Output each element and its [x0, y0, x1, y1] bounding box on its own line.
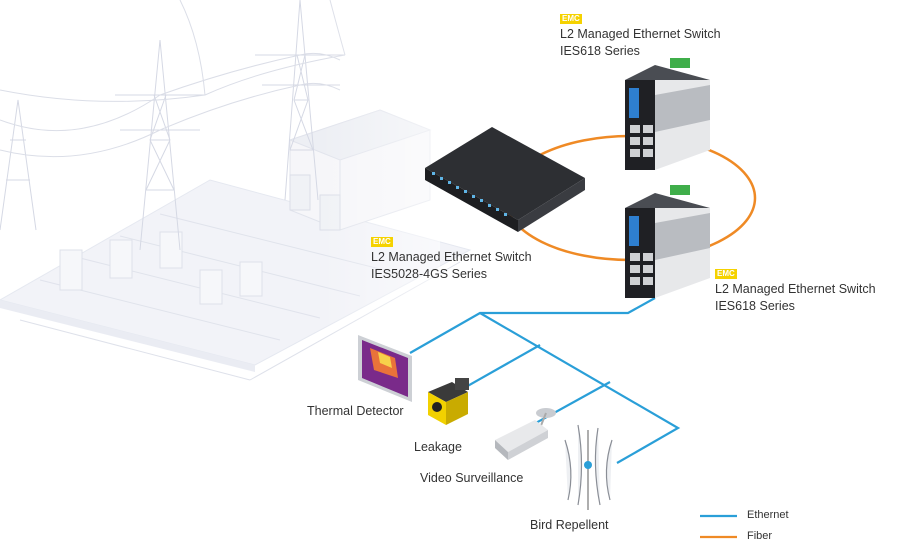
emc-badge: EMC: [560, 14, 582, 24]
thermal-detector-icon: [358, 335, 412, 402]
switch-name: L2 Managed Ethernet Switch: [371, 250, 532, 264]
emc-badge: EMC: [371, 237, 393, 247]
switch-name: L2 Managed Ethernet Switch: [715, 282, 876, 296]
switch-series: IES618 Series: [715, 299, 795, 313]
bird-repeller-icon: [564, 424, 613, 510]
leakage-label: Leakage: [414, 440, 462, 454]
emc-badge: EMC: [715, 269, 737, 279]
leakage-sensor-icon: [428, 378, 469, 425]
switch-label-rack: EMC L2 Managed Ethernet Switch IES5028-4…: [371, 232, 532, 283]
switch-name: L2 Managed Ethernet Switch: [560, 27, 721, 41]
switch-label-bottom: EMC L2 Managed Ethernet Switch IES618 Se…: [715, 264, 876, 315]
switch-series: IES618 Series: [560, 44, 640, 58]
switch-series: IES5028-4GS Series: [371, 267, 488, 281]
bird-repellent-label: Bird Repellent: [530, 518, 609, 532]
thermal-detector-label: Thermal Detector: [307, 404, 404, 418]
video-surveillance-label: Video Surveillance: [420, 471, 524, 485]
legend-ethernet-label: Ethernet: [747, 509, 789, 521]
switch-ies5028-device: [425, 127, 585, 232]
switch-ies618-top-device: [625, 58, 710, 170]
switch-ies618-bottom-device: [625, 185, 710, 298]
video-camera-icon: [495, 408, 556, 460]
legend-fiber-label: Fiber: [747, 530, 773, 542]
switch-label-top: EMC L2 Managed Ethernet Switch IES618 Se…: [560, 9, 721, 60]
